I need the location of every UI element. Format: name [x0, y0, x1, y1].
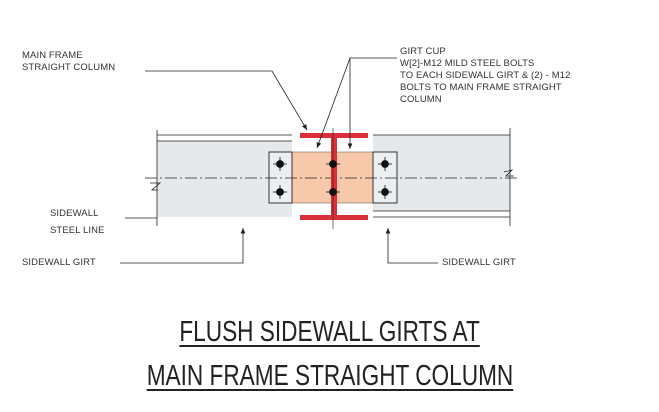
label-line: COLUMN: [400, 94, 442, 105]
drawing-title-line-1: FLUSH SIDEWALL GIRTS AT: [0, 316, 659, 349]
sidewall-steel-line-label: SIDEWALL STEEL LINE: [50, 205, 105, 239]
main-frame-column: [300, 128, 368, 229]
label-line: TO EACH SIDEWALL GIRT & (2) - M12: [400, 70, 571, 81]
label-line: STEEL LINE: [50, 225, 105, 236]
girt-cup-label: GIRT CUP W[2]-M12 MILD STEEL BOLTS TO EA…: [400, 46, 570, 106]
bolts: [273, 157, 392, 199]
title-text: MAIN FRAME STRAIGHT COLUMN: [146, 360, 513, 392]
drawing-title-line-2: MAIN FRAME STRAIGHT COLUMN: [0, 360, 659, 393]
label-line: MAIN FRAME: [22, 50, 83, 61]
label-line: GIRT CUP: [400, 46, 446, 57]
sidewall-girt-left-label: SIDEWALL GIRT: [22, 257, 96, 268]
label-line: SIDEWALL: [50, 208, 99, 219]
sidewall-girt-right-label: SIDEWALL GIRT: [442, 257, 516, 268]
main-frame-column-label: MAIN FRAME STRAIGHT COLUMN: [22, 50, 115, 74]
label-line: W[2]-M12 MILD STEEL BOLTS: [400, 58, 535, 69]
label-line: STRAIGHT COLUMN: [22, 62, 116, 73]
left-bolt-plate: [268, 151, 293, 204]
leader-lines: [120, 57, 438, 264]
title-text: FLUSH SIDEWALL GIRTS AT: [179, 316, 480, 348]
label-line: BOLTS TO MAIN FRAME STRAIGHT: [400, 82, 562, 93]
